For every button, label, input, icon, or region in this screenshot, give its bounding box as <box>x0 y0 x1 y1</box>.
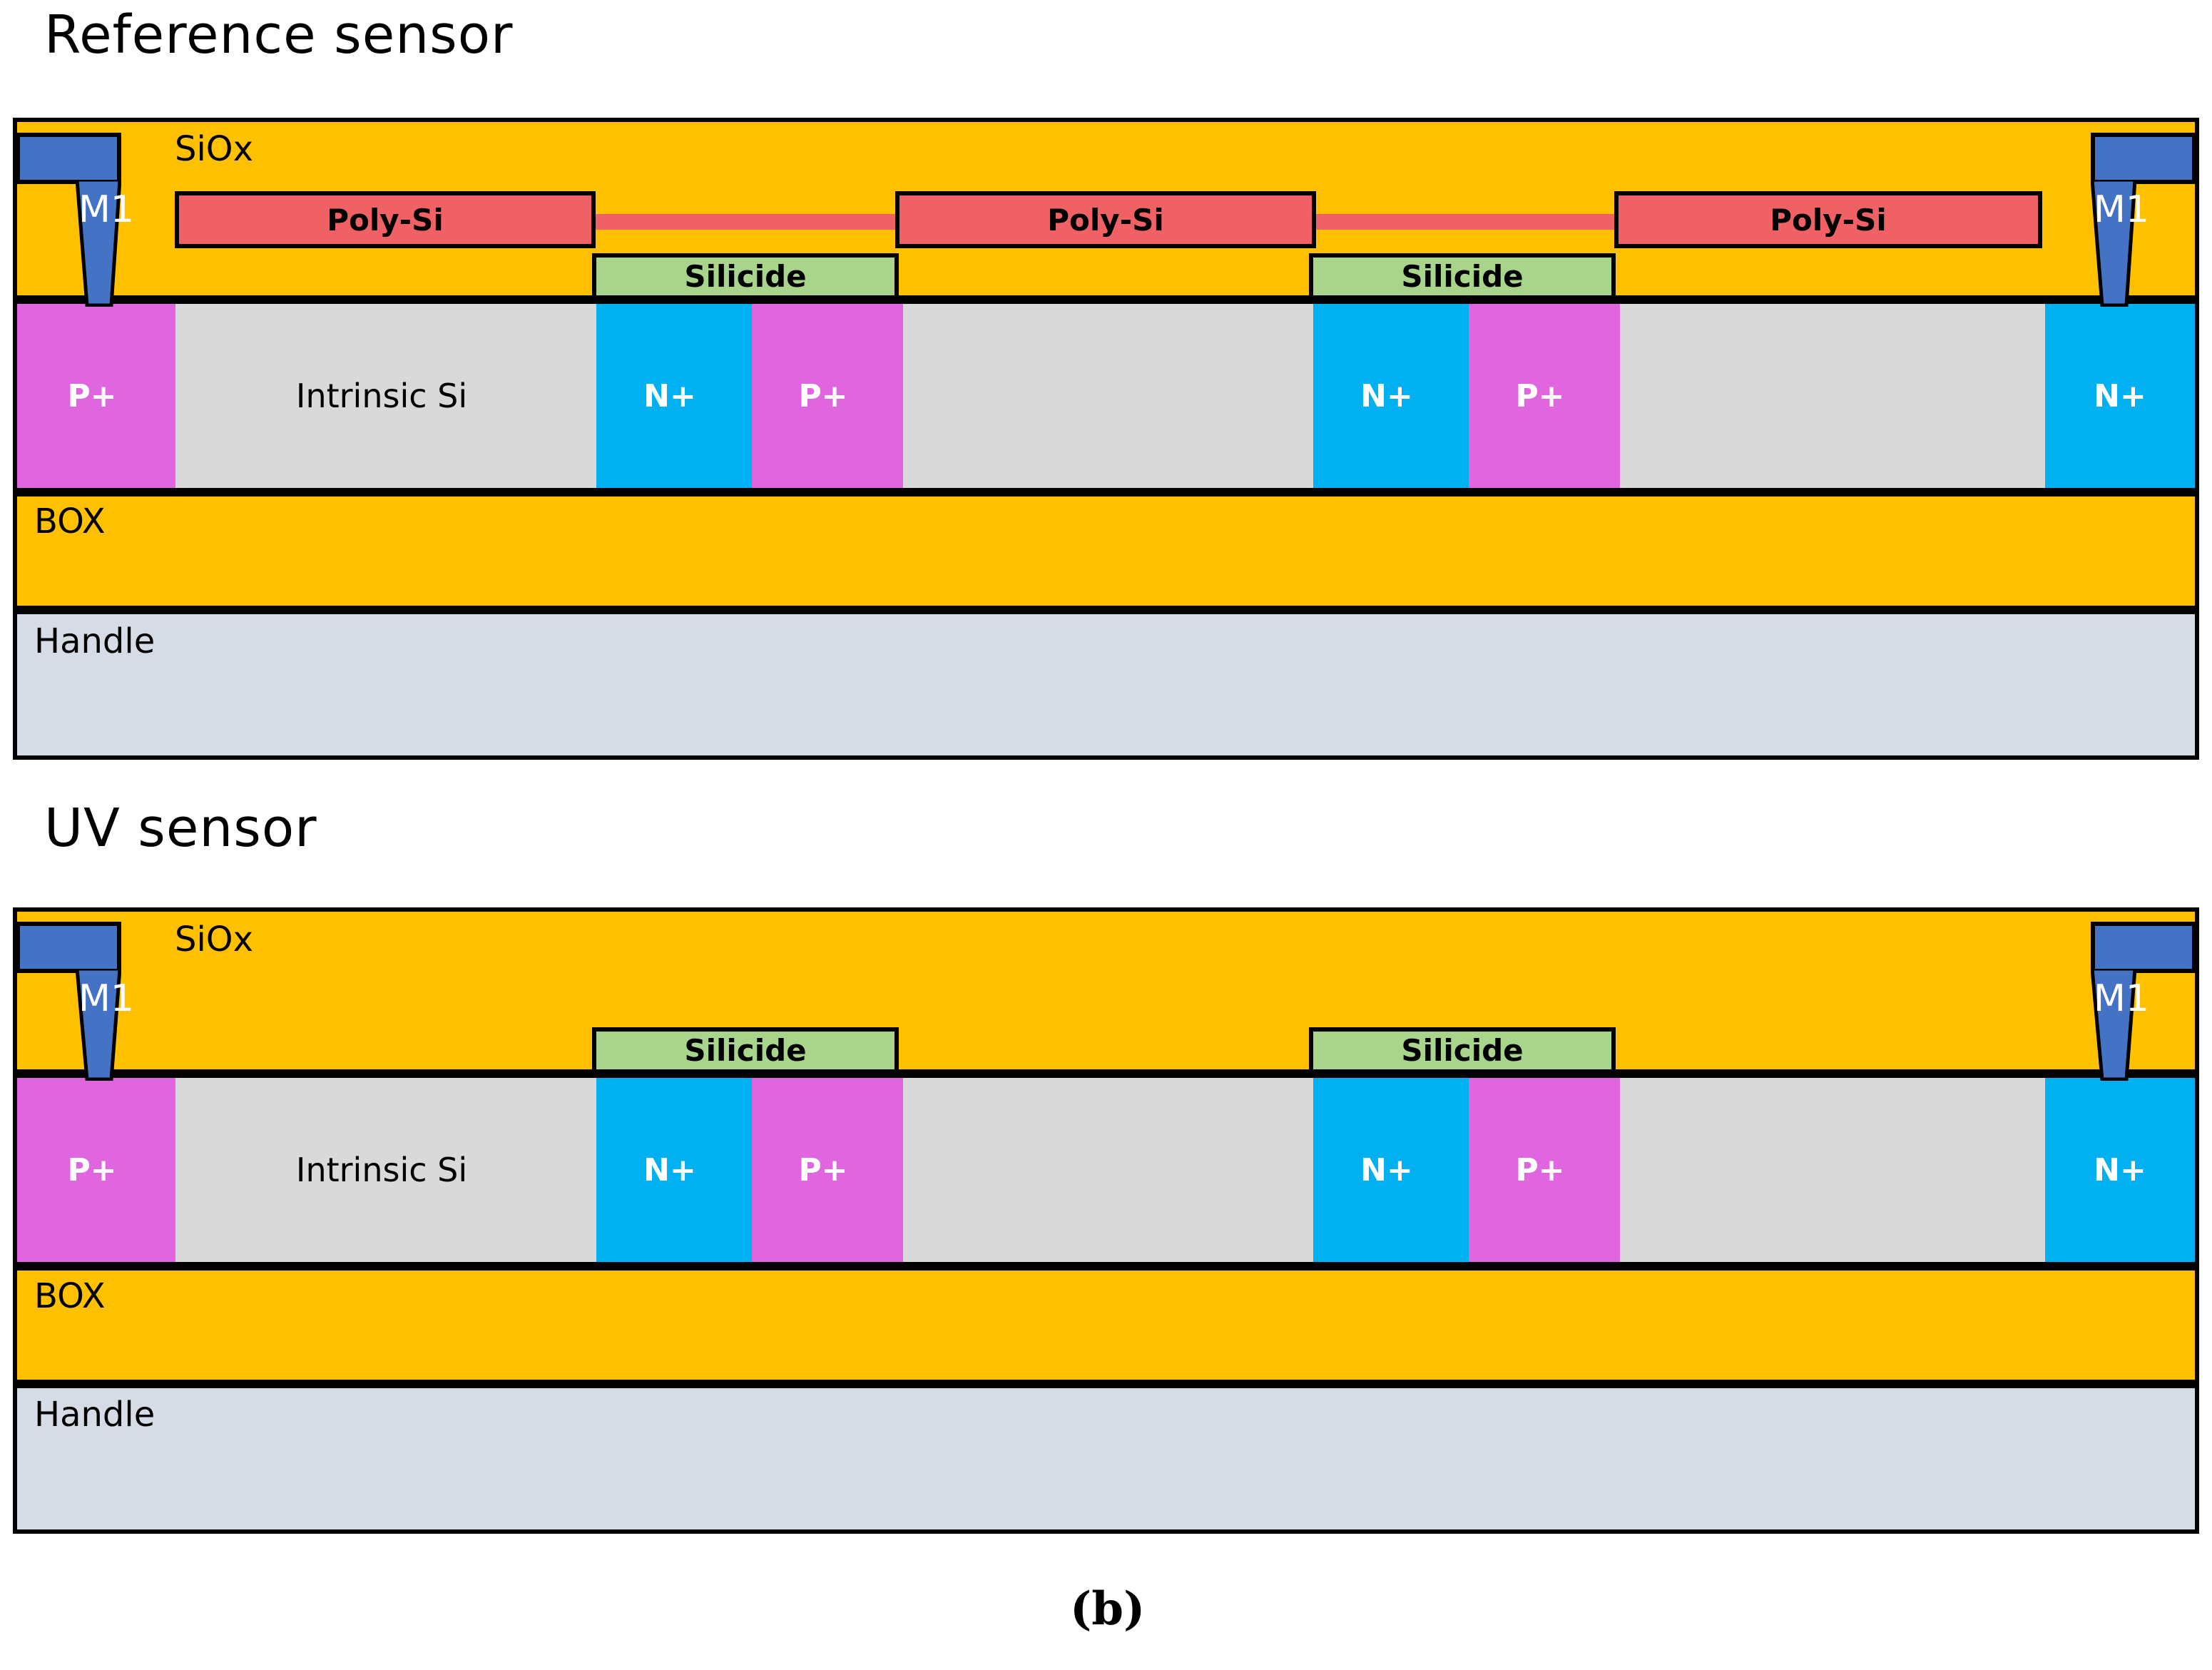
uv-silicon-layer <box>13 1074 2199 1266</box>
uv-region-n-plus-1 <box>596 1078 752 1262</box>
reference-m1-via-right <box>2091 180 2136 307</box>
reference-poly-stripe-1 <box>592 214 899 230</box>
uv-box-layer <box>13 1266 2199 1384</box>
uv-m1-via-right <box>2091 969 2136 1081</box>
uv-region-p-plus-1 <box>17 1078 175 1262</box>
reference-region-n-plus-1 <box>596 304 752 488</box>
reference-poly-stripe-2 <box>1309 214 1616 230</box>
reference-handle-layer <box>13 610 2199 760</box>
reference-m1-via-left <box>76 180 121 307</box>
reference-poly-block-1 <box>175 191 596 248</box>
uv-silicide-block-1 <box>592 1027 899 1074</box>
reference-silicide-block-2 <box>1309 253 1616 300</box>
reference-silicide-block-1 <box>592 253 899 300</box>
reference-region-p-plus-3 <box>1469 304 1620 488</box>
reference-region-p-plus-2 <box>752 304 903 488</box>
reference-region-n-plus-3 <box>2045 304 2195 488</box>
uv-m1-via-left <box>76 969 121 1081</box>
reference-poly-block-3 <box>1614 191 2042 248</box>
uv-region-n-plus-2 <box>1313 1078 1469 1262</box>
uv-m1-bar-right <box>2091 922 2196 973</box>
uv-siox-layer <box>13 907 2199 1074</box>
reference-poly-block-2 <box>895 191 1316 248</box>
reference-box-layer <box>13 492 2199 610</box>
uv-m1-bar-left <box>16 922 121 973</box>
reference-region-p-plus-1 <box>17 304 175 488</box>
uv-region-p-plus-2 <box>752 1078 903 1262</box>
reference-sensor-title: Reference sensor <box>44 4 514 66</box>
reference-m1-bar-right <box>2091 133 2196 184</box>
reference-region-n-plus-2 <box>1313 304 1469 488</box>
uv-region-p-plus-3 <box>1469 1078 1620 1262</box>
uv-handle-layer <box>13 1384 2199 1534</box>
figure-caption: (b) <box>1070 1582 1146 1636</box>
uv-region-n-plus-3 <box>2045 1078 2195 1262</box>
uv-silicide-block-2 <box>1309 1027 1616 1074</box>
uv-sensor-title: UV sensor <box>44 798 317 859</box>
reference-silicon-layer <box>13 300 2199 492</box>
reference-m1-bar-left <box>16 133 121 184</box>
